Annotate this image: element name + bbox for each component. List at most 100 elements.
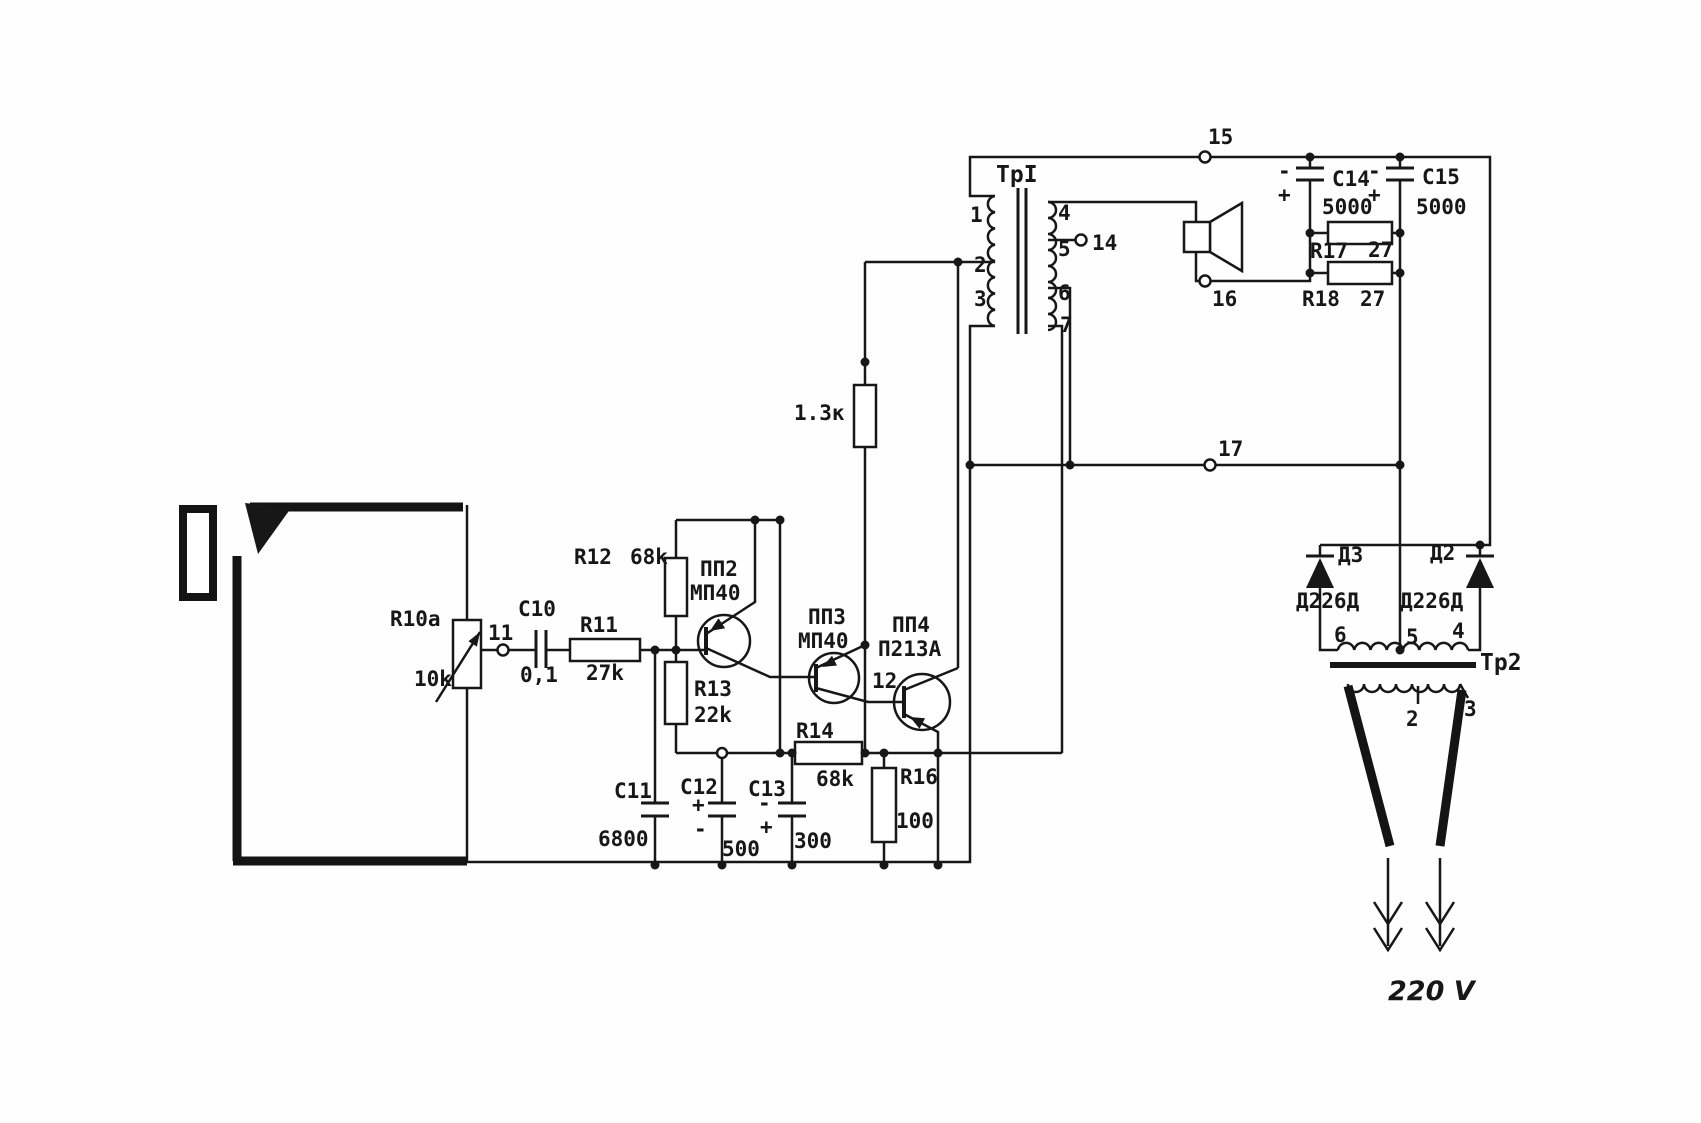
transistors (676, 520, 959, 865)
c11-ref: C11 (614, 779, 652, 803)
resistor-1k3 (852, 383, 878, 449)
tp1-terminal-3: 3 (974, 287, 987, 311)
r16-value: 100 (896, 809, 934, 833)
c14-ref: C14 (1332, 167, 1370, 191)
c10-ref: C10 (518, 597, 556, 621)
pp4-type: П213А (878, 637, 942, 661)
r17-value: 27 (1368, 238, 1393, 262)
d2-ref: Д2 (1430, 541, 1455, 565)
r18-value: 27 (1360, 287, 1385, 311)
diode-d3 (1306, 558, 1334, 588)
tr2-label: Тр2 (1480, 650, 1522, 676)
c10-value: 0,1 (520, 663, 558, 687)
c13-plus: + (760, 815, 773, 839)
cap-c13 (778, 801, 806, 818)
transformer-tp1 (986, 188, 1058, 334)
pickup-arm-icon (245, 503, 291, 554)
c12-ref: C12 (680, 775, 718, 799)
speaker-icon (1182, 200, 1244, 274)
tr2-terminal-3: 3 (1464, 697, 1477, 721)
cap-c11 (641, 801, 669, 818)
r14-ref: R14 (796, 719, 834, 743)
c11-value: 6800 (598, 827, 649, 851)
node-11-label: 11 (488, 621, 513, 645)
c15-ref: C15 (1422, 165, 1460, 189)
pickup-element (179, 505, 217, 601)
r10a-ref: R10a (390, 607, 441, 631)
junction-dots (650, 152, 1485, 870)
pp2-ref: ПП2 (700, 557, 738, 581)
node-16 (1198, 274, 1212, 288)
cap-c14 (1296, 166, 1324, 182)
tp1-terminal-5: 5 (1058, 237, 1071, 261)
d2-type: Д226Д (1400, 589, 1464, 613)
c15-minus: - (1368, 159, 1381, 183)
r10a-value: 10k (414, 667, 452, 691)
pp3-ref: ПП3 (808, 605, 846, 629)
node-15 (1198, 150, 1212, 164)
pp4-emitter-arrow-icon (910, 717, 926, 729)
resistor-r16 (870, 766, 898, 844)
r12-ref: R12 (574, 545, 612, 569)
node-17 (1203, 458, 1217, 472)
pp2-type: МП40 (690, 581, 741, 605)
d3-type: Д226Д (1296, 589, 1360, 613)
tr2-terminal-2: 2 (1406, 707, 1419, 731)
node-11 (496, 643, 510, 657)
resistor-r13 (663, 660, 689, 726)
node-17-label: 17 (1218, 437, 1243, 461)
transformer-tr2 (1330, 641, 1476, 953)
r-1k3-value: 1.3к (794, 401, 845, 425)
node-12-label: 12 (872, 669, 897, 693)
c14-plus: + (1278, 183, 1291, 207)
diodes (1306, 554, 1494, 588)
r13-value: 22k (694, 703, 732, 727)
r17-ref: R17 (1310, 239, 1348, 263)
c12-value: 500 (722, 837, 760, 861)
pp3-emitter-arrow-icon (822, 655, 837, 667)
tp1-terminal-2: 2 (974, 253, 987, 277)
mains-arrow-icon (1372, 858, 1404, 953)
node-14-label: 14 (1092, 231, 1117, 255)
r14-value: 68k (816, 767, 854, 791)
r18-ref: R18 (1302, 287, 1340, 311)
c13-ref: C13 (748, 777, 786, 801)
capacitors (534, 166, 1414, 818)
tp1-terminal-7: 7 (1060, 313, 1073, 337)
labels: TpI 1 2 3 4 5 6 7 14 15 16 17 12 11 - + … (390, 125, 1522, 1007)
mains-lead (1435, 689, 1467, 847)
resistor-r17 (1326, 220, 1394, 246)
cap-c15 (1386, 166, 1414, 182)
pp3-type: МП40 (798, 629, 849, 653)
r13-ref: R13 (694, 677, 732, 701)
c13-minus: - (758, 791, 771, 815)
c12-minus: - (694, 817, 707, 841)
resistors (434, 220, 1394, 844)
c12-plus: + (692, 793, 705, 817)
pp4-ref: ПП4 (892, 613, 930, 637)
resistor-r12 (663, 556, 689, 618)
resistor-r18 (1326, 260, 1394, 286)
mains-voltage-label: 220 V (1388, 976, 1477, 1007)
tp1-terminal-1: 1 (970, 203, 983, 227)
r12-value: 68k (630, 545, 668, 569)
tp1-terminal-4: 4 (1058, 201, 1071, 225)
terminal-nodes (496, 150, 1217, 760)
diode-d2 (1466, 558, 1494, 588)
resistor-r11 (568, 637, 642, 663)
tr2-terminal-6: 6 (1334, 623, 1347, 647)
tr2-terminal-5: 5 (1406, 625, 1419, 649)
mains-arrow-icon (1424, 858, 1456, 953)
d3-ref: Д3 (1338, 543, 1363, 567)
node-15-label: 15 (1208, 125, 1233, 149)
tp1-primary-winding (986, 194, 996, 328)
tp1-terminal-6: 6 (1058, 281, 1071, 305)
tp1-label: TpI (996, 162, 1038, 188)
resistor-r14 (793, 740, 864, 766)
tr2-primary-winding (1346, 683, 1462, 694)
mains-lead (1343, 684, 1395, 848)
c15-value: 5000 (1416, 195, 1467, 219)
node-14 (1074, 233, 1088, 247)
